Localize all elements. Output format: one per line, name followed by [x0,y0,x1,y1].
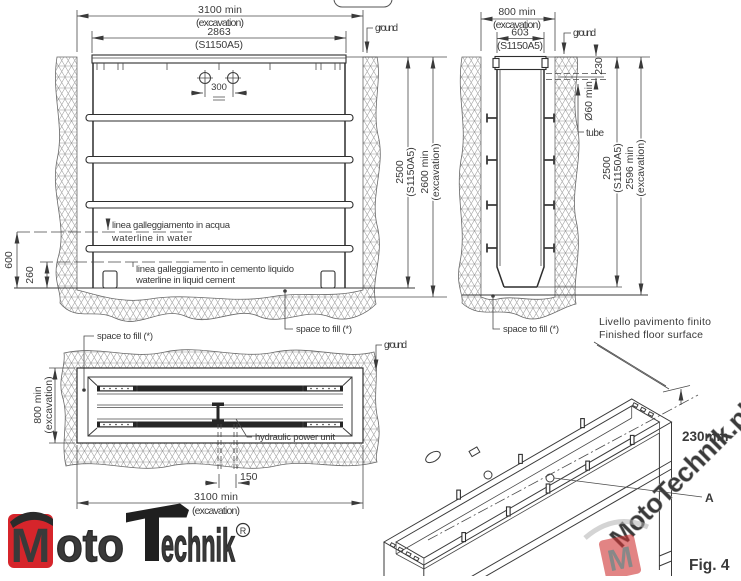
front-foot [320,270,336,289]
iso-tabs [456,418,635,543]
watermark-logo: M [598,534,642,580]
dim-2863: 2863 [207,26,231,38]
side-rail-anchors [486,113,555,253]
front-rail [85,200,354,209]
side-platform [494,55,547,71]
waterline-water-en: waterline in water [111,233,192,244]
dim-2500-sub: (S1150A5) [405,147,417,196]
registered-r: R [240,526,247,536]
dim-3100: 3100 min [198,4,242,16]
front-view: 300 3100 min (excavation) 2863 (S1150A5)… [3,4,447,392]
dim-603: 603 [511,27,529,39]
watermark-text: MotoTechnik.pl [604,398,741,554]
watermark: MotoTechnik.pl [604,398,741,554]
front-rail [85,113,354,122]
front-rail [85,244,354,253]
dim-800-sub: (excavation) [43,376,55,433]
logo-swoosh [10,511,53,528]
dim-2600: 2600 min [419,150,431,193]
plan-view: hydraulic power unit 150 3100 min (excav… [32,340,407,517]
dim-3100: 3100 min [194,491,238,503]
dim-2600-sub: (excavation) [430,143,442,200]
waterline-water-it: linea galleggiamento in acqua [112,220,231,231]
plan-ibeam [212,402,224,423]
space-to-fill-label: space to fill (*) [97,331,153,342]
mototechnik-logo: M oto echnik R [8,503,251,573]
partial-stamp-box [333,0,393,8]
front-foot [102,270,118,289]
logo-red-square [8,514,53,568]
dim-800: 800 min [498,6,536,18]
space-to-fill-label: space to fill (*) [296,324,352,335]
section-a-label: A [705,491,714,505]
front-top-plate [91,54,347,64]
dim-230mm: 230mm [682,429,729,444]
dim-603-sub: (S1150A5) [497,40,543,52]
ground-label: ground [384,340,407,351]
logo-m: M [11,520,51,573]
dim-600: 600 [3,251,15,269]
dim-800: 800 min [32,386,44,424]
logo-echnik: echnik [161,519,235,571]
side-view: 230 tube Ø60 min 800 min (excavation) 60… [458,6,650,335]
dim-2500: 2500 [394,160,406,184]
dim-230: 230 [593,57,605,75]
dim-3100-sub: (excavation) [196,17,244,29]
dim-800-sub: (excavation) [493,19,541,31]
hydraulic-label: hydraulic power unit [255,432,335,443]
isometric-labels: A 230mm Livello pavimento finito Finishe… [553,316,730,574]
dim-2596: 2596 min [624,146,636,189]
dim-2863-sub: (S1150A5) [195,39,243,51]
logo-oto: oto [56,519,124,571]
dim-3100-sub: (excavation) [192,505,240,517]
registered-icon [235,522,251,538]
front-excavation-hatch [54,56,381,322]
front-rail [85,155,354,164]
floor-level-label-en: Finished floor surface [599,329,703,341]
ground-label: ground [375,23,398,34]
dim-tube-diameter: Ø60 min [583,81,595,121]
logo-t [126,503,189,561]
dim-2500-sub: (S1150A5) [612,143,624,192]
plan-rivet-strips [100,386,340,427]
plan-cassette [87,376,353,437]
waterline-cement-it: linea galleggiamento in cemento liquido [136,264,294,275]
dim-300: 300 [211,82,227,93]
ground-label: ground [573,28,596,39]
watermark-swoosh [583,519,650,540]
tube-label: tube [586,128,604,139]
side-excavation-hatch [458,56,580,320]
watermark-logo-group: M [583,519,650,580]
dim-260: 260 [24,266,36,284]
isometric-view [383,394,699,581]
dim-2500: 2500 [601,156,613,180]
plan-pit-outline [76,367,364,444]
dim-2596-sub: (excavation) [635,139,647,196]
dim-150: 150 [240,471,258,483]
floor-level-label-it: Livello pavimento finito [599,316,711,328]
space-to-fill-label: space to fill (*) [503,324,559,335]
iso-rim-holes [389,402,655,562]
figure-label: Fig. 4 [689,557,730,574]
waterline-cement-en: waterline in liquid cement [135,275,235,286]
